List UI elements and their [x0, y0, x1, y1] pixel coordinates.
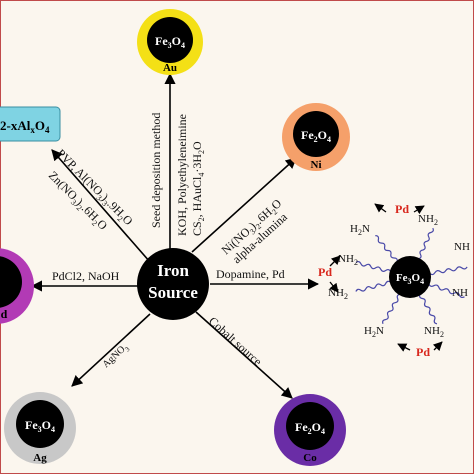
- arrow-ni: [191, 157, 297, 253]
- ligand-label: NH: [452, 287, 468, 299]
- ligand-chain: [382, 293, 401, 325]
- route-pd-line1: PdCl2, NaOH: [52, 269, 120, 283]
- center-line2: Source: [148, 283, 198, 302]
- pd-metal: d: [1, 307, 8, 321]
- route-pd-cluster-line1: Dopamine, Pd: [216, 267, 285, 281]
- pd-label: Pd: [416, 345, 430, 359]
- ligand-label: NH2: [424, 325, 444, 339]
- route-au-line1: Seed deposition method: [149, 113, 163, 228]
- cluster-core-label: Fe3O4: [396, 272, 424, 286]
- ligand-chain: [375, 235, 398, 262]
- product-au: Fe3O4 Au: [137, 9, 203, 75]
- pd-arrow: [397, 343, 411, 352]
- ni-metal: Ni: [311, 159, 322, 171]
- ag-metal: Ag: [33, 452, 47, 464]
- co-metal: Co: [303, 452, 317, 464]
- arrow-ag: [71, 313, 151, 387]
- ligand-chain: [418, 227, 434, 260]
- pd-arrow: [329, 281, 339, 293]
- ligand-chain: [429, 266, 468, 276]
- ligand-chain: [355, 261, 392, 273]
- pd-arrow: [329, 255, 341, 267]
- pd-arrow: [432, 341, 443, 352]
- center-line1: Iron: [157, 261, 189, 280]
- route-ni-labels: Ni(NO3)2.6H2O alpha-alumina: [219, 196, 291, 266]
- au-metal: Au: [163, 62, 177, 74]
- ligand-label: NH2: [328, 287, 348, 301]
- ligand-chain: [428, 283, 465, 299]
- ag-core: Fe3O4: [25, 418, 55, 434]
- arrow-co: [195, 311, 293, 399]
- ligand-label: NH: [454, 241, 470, 253]
- al-text: 2-xAlxO4: [0, 118, 50, 135]
- product-pd: d: [0, 248, 34, 324]
- pd-label: Pd: [395, 202, 409, 216]
- ligand-chain: [355, 280, 392, 292]
- route-au-labels: Seed deposition method KOH, Polyethylene…: [149, 113, 206, 236]
- product-ni: Fe2O4 Ni: [282, 103, 350, 171]
- ligand-chain: [419, 294, 438, 325]
- iron-source-node: Iron Source: [137, 248, 209, 320]
- arrow-al: [51, 149, 151, 263]
- co-core: Fe2O4: [295, 420, 325, 436]
- route-au-line2: KOH, Polyethyleneimine: [175, 114, 189, 236]
- pd-label: Pd: [318, 265, 332, 279]
- route-co-line1: Cobalt source: [206, 314, 265, 369]
- product-co: Fe2O4 Co: [274, 394, 346, 466]
- pd-arrow: [413, 205, 425, 215]
- ligand-label: H2N: [350, 223, 370, 237]
- cluster-core: [389, 256, 431, 298]
- ni-core: Fe2O4: [301, 128, 331, 144]
- ligand-label: NH2: [338, 253, 358, 267]
- route-al-labels: PVP, Al(NO3)3.9H2O Zn(NO3)2.6H2O: [44, 146, 135, 234]
- ligand-label: H2N: [364, 325, 384, 339]
- ligand-label: NH2: [418, 213, 438, 227]
- route-au-line3: CS2, HAuCl4·3H2O: [190, 141, 206, 236]
- product-al: 2-xAlxO4: [0, 106, 61, 142]
- au-core: Fe3O4: [155, 34, 185, 50]
- pd-arrow: [374, 203, 387, 213]
- product-ag: Fe3O4 Ag: [4, 392, 76, 464]
